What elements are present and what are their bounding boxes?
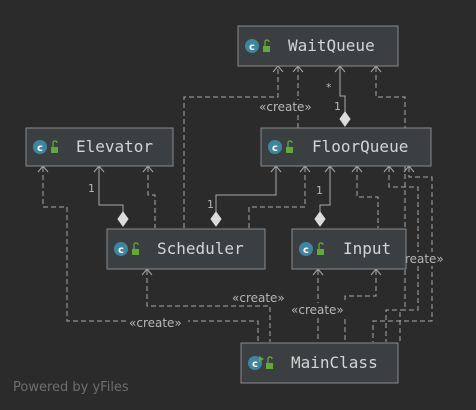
class-c-icon [268, 140, 282, 154]
edge-mainclass-floorqueue-2 [372, 167, 433, 342]
edge-mainclass-waitqueue [375, 67, 406, 342]
svg-text:c: c [118, 245, 124, 256]
svg-text:c: c [252, 359, 258, 370]
unlocked-padlock-icon [51, 140, 58, 153]
svg-text:c: c [272, 143, 278, 154]
class-node-input[interactable]: c Input [291, 228, 407, 270]
multiplicities: * 1 1 1 1 [88, 81, 341, 211]
class-name: Elevator [76, 137, 153, 156]
edge-input-floorqueue [356, 167, 379, 228]
class-c-icon [245, 39, 259, 53]
edge-mainclass-input-2 [344, 270, 377, 342]
class-node-waitqueue[interactable]: c WaitQueue [237, 25, 399, 67]
multiplicity-one: 1 [207, 198, 214, 211]
multiplicity-one: 1 [88, 182, 95, 195]
svg-text:c: c [303, 245, 309, 256]
multiplicity-many: * [326, 81, 332, 94]
class-name: Scheduler [157, 239, 244, 258]
class-name: MainClass [291, 353, 378, 372]
edge-mainclass-floorqueue [388, 167, 419, 342]
aggregation-diamond [314, 211, 326, 227]
powered-by-footer: Powered by yFiles [13, 380, 129, 395]
create-label: «create» [291, 303, 344, 317]
create-label: «create» [259, 100, 312, 114]
unlocked-padlock-icon [263, 39, 270, 52]
edge-scheduler-waitqueue [183, 67, 279, 228]
aggregation-diamond [117, 211, 129, 227]
unlocked-padlock-icon [132, 242, 139, 255]
unlocked-padlock-icon [266, 356, 273, 369]
class-c-icon [114, 242, 128, 256]
unlocked-padlock-icon [286, 140, 293, 153]
edge-mainclass-scheduler [146, 270, 271, 342]
class-node-scheduler[interactable]: c Scheduler [106, 228, 266, 270]
edge-scheduler-floorqueue-agg [215, 167, 277, 212]
class-node-floorqueue[interactable]: c FloorQueue [260, 127, 432, 167]
class-name: Input [343, 239, 391, 258]
edge-floorqueue-waitqueue-agg [339, 67, 346, 112]
class-name: FloorQueue [312, 137, 408, 156]
edge-scheduler-elevator-agg [98, 167, 124, 212]
multiplicity-one: 1 [316, 184, 323, 197]
edge-scheduler-floorqueue [248, 167, 306, 228]
class-node-mainclass[interactable]: c MainClass [240, 342, 399, 384]
create-label: «create» [129, 316, 182, 330]
class-name: WaitQueue [288, 36, 375, 55]
svg-text:c: c [37, 143, 43, 154]
class-node-elevator[interactable]: c Elevator [25, 127, 174, 167]
edge-mainclass-elevator [42, 167, 259, 342]
class-c-icon [33, 140, 47, 154]
edge-scheduler-elevator [147, 167, 156, 228]
create-label: «create» [232, 291, 285, 305]
aggregation-diamond [339, 111, 351, 127]
multiplicity-one: 1 [334, 100, 341, 113]
class-c-icon [299, 242, 313, 256]
unlocked-padlock-icon [317, 242, 324, 255]
svg-text:c: c [249, 42, 255, 53]
aggregation-diamond [210, 211, 222, 227]
run-class-icon [248, 356, 262, 370]
edge-input-floorqueue-agg [319, 167, 331, 212]
